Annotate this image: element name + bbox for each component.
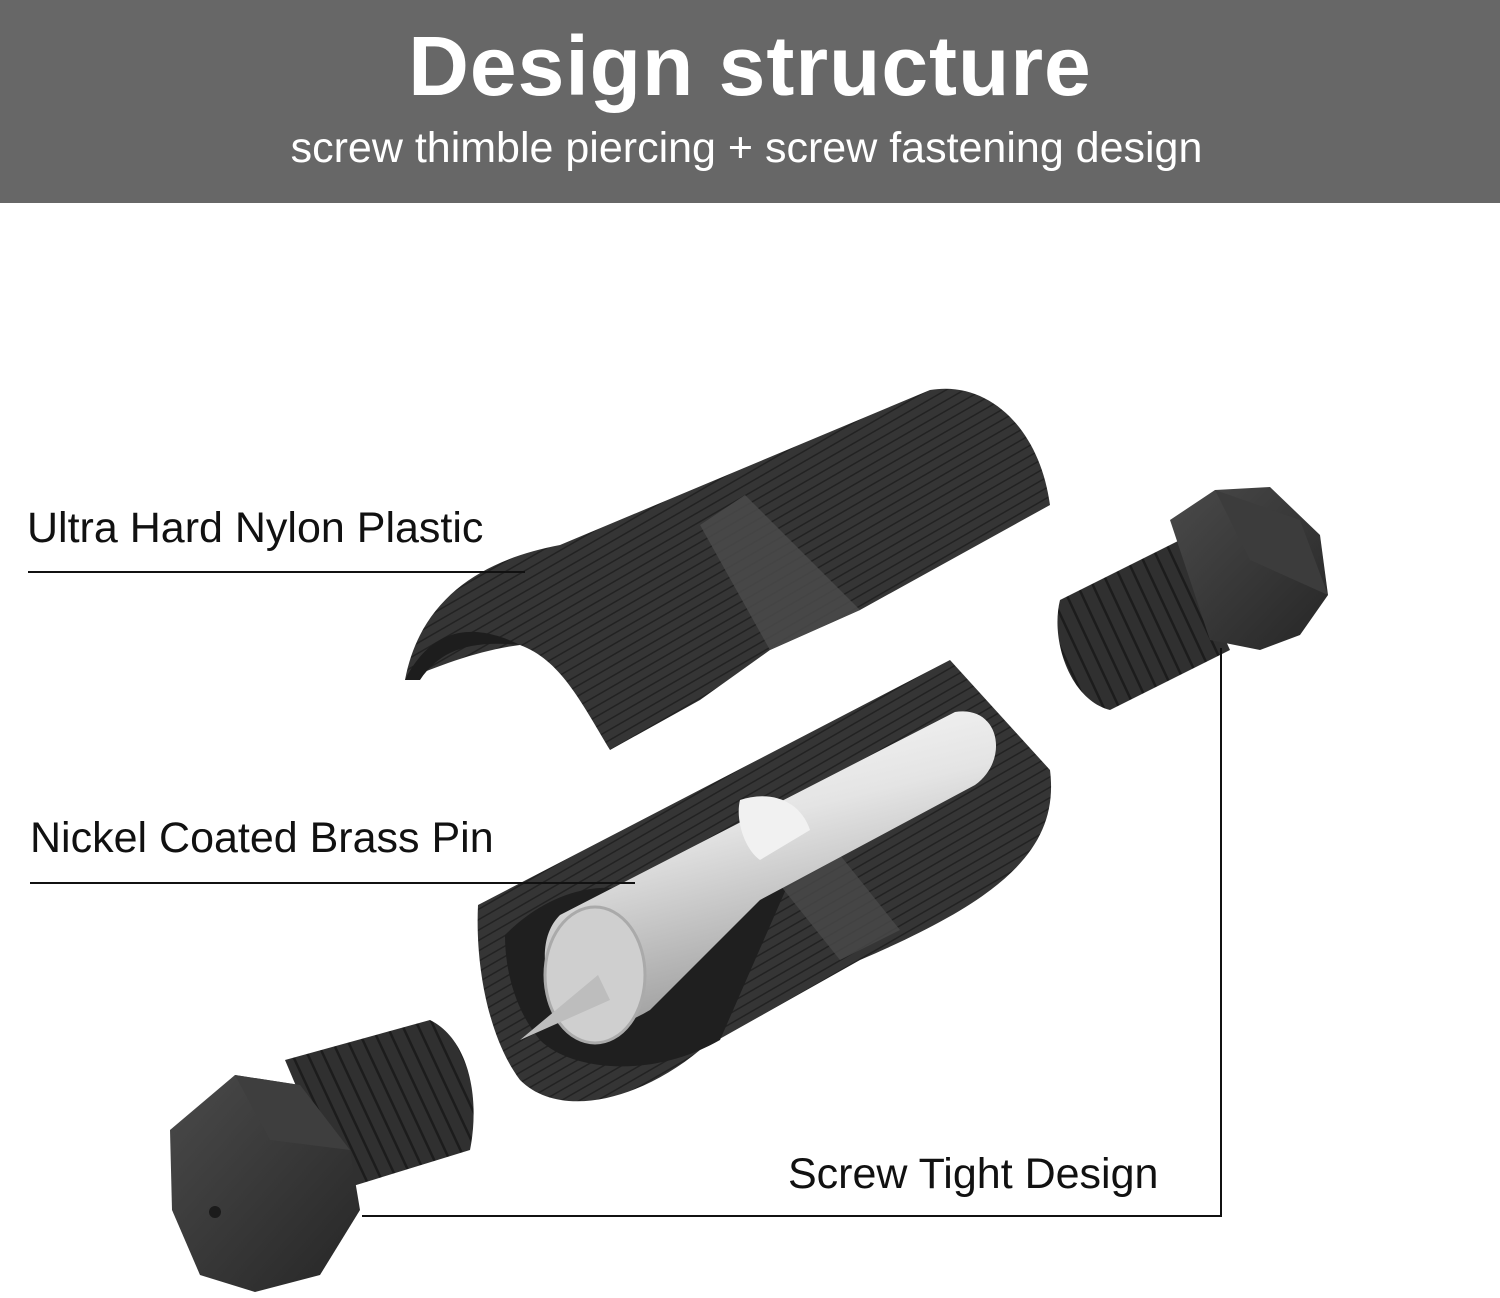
brass-pin-label: Nickel Coated Brass Pin <box>30 814 494 862</box>
banner-title: Design structure <box>408 19 1092 113</box>
screw-leader-line <box>362 648 1222 1217</box>
banner-subtitle: screw thimble piercing + screw fastening… <box>290 124 1203 172</box>
screw-tight-label: Screw Tight Design <box>788 1150 1159 1198</box>
right-screw-cap <box>1057 487 1328 710</box>
connector-exploded-illustration <box>28 388 1328 1292</box>
header-banner: Design structure screw thimble piercing … <box>0 0 1500 203</box>
nylon-plastic-label: Ultra Hard Nylon Plastic <box>27 504 484 552</box>
left-screw-cap <box>170 1020 474 1292</box>
brass-pin <box>520 711 997 1045</box>
upper-shell-half <box>405 388 1050 750</box>
